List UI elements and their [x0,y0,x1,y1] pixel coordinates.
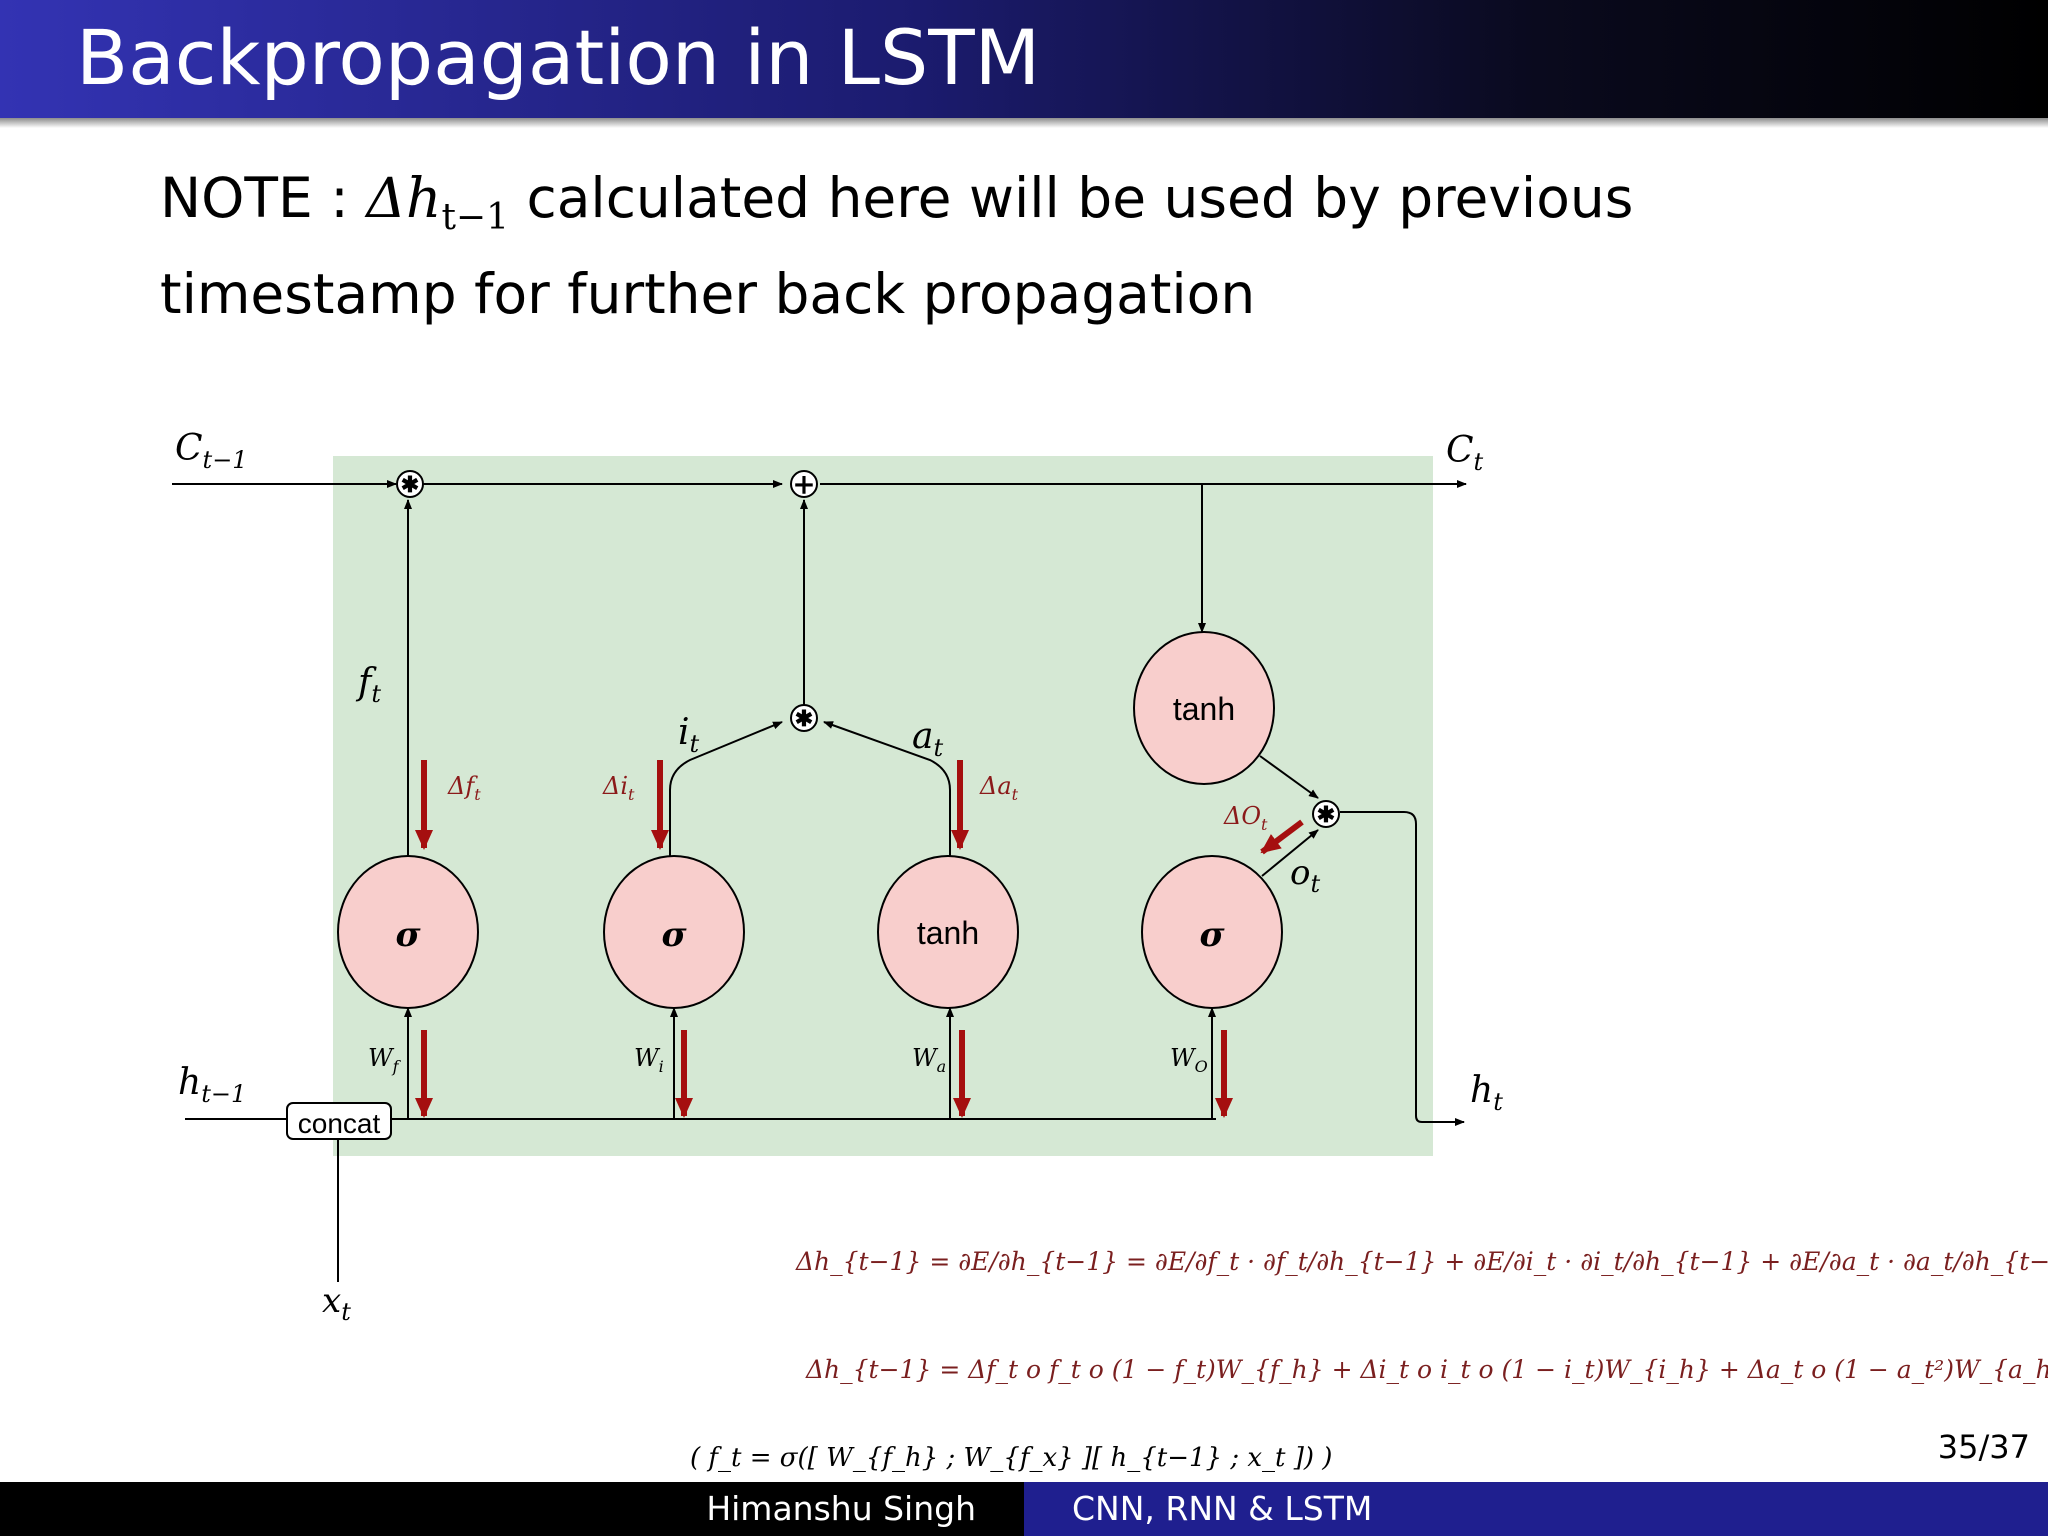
note-prefix: NOTE : [160,166,349,230]
output-delta-label: ΔOt [1223,802,1268,834]
slide-title: Backpropagation in LSTM [76,13,1041,102]
forget-multiply-node [396,470,424,498]
hidden-output-line [1340,811,1465,1126]
output-cell-label: Ct [1446,430,1484,476]
cell-tanh-symbol: tanh [1173,691,1235,727]
candidate-symbol: tanh [917,915,979,951]
input-multiply-symbol: ✱ [795,706,813,732]
candidate-circle [877,855,1019,1009]
input-gate-circle [603,855,745,1009]
output-weight-label: WO [1170,1044,1208,1076]
equation-2: Δh_{t−1} = Δf_t o f_t o (1 − f_t)W_{f_h}… [805,1355,2048,1384]
equation-3: ( f_t = σ([ W_{f_h} ; W_{f_x} ][ h_{t−1}… [690,1443,1332,1473]
cell-add-symbol: + [792,468,815,501]
input-gate-symbol: σ [661,915,687,955]
note-delta-sub: t−1 [441,197,509,238]
input-gate-output-line [669,721,783,856]
note-rest: calculated here will be used by previous… [160,166,1634,326]
output-multiply-node [1312,800,1340,828]
page-number: 35/37 [1937,1428,2030,1466]
cell-background [333,456,1433,1156]
input-hidden-label: ht−1 [178,1062,246,1108]
input-cell-label: Ct−1 [175,428,248,474]
output-delta-arrow [1260,819,1304,855]
input-delta-label: Δit [602,772,635,804]
candidate-delta-label: Δat [979,772,1019,804]
concat-box [286,1102,392,1140]
cell-add-node [790,470,818,498]
candidate-output-line [823,721,951,856]
candidate-weight-label: Wa [912,1044,946,1076]
title-bar [0,0,2048,118]
title-bar-shadow [0,118,2048,128]
forget-gate-symbol: σ [395,915,421,955]
input-weight-label: Wi [634,1044,664,1076]
footer-course: CNN, RNN & LSTM [1024,1482,2048,1536]
equation-1: Δh_{t−1} = ∂E/∂h_{t−1} = ∂E/∂f_t · ∂f_t/… [795,1247,2048,1276]
input-gate-label: it [678,712,700,758]
forget-multiply-symbol: ✱ [401,472,419,498]
note-delta-symbol: Δht−1 [366,166,509,238]
forget-delta-label: Δft [447,772,481,804]
output-gate-symbol: σ [1199,915,1225,955]
output-gate-circle [1141,855,1283,1009]
footer-author: Himanshu Singh [0,1482,1024,1536]
note-delta-h: Δh [366,166,442,230]
output-gate-to-mult [1261,829,1319,877]
candidate-label: at [912,716,943,762]
tanh-to-output-mult [1259,755,1319,799]
forget-weight-label: Wf [368,1044,402,1076]
note-text: NOTE : Δht−1 calculated here will be use… [160,160,1920,332]
forget-gate-circle [337,855,479,1009]
concat-label: concat [298,1108,381,1139]
output-hidden-label: ht [1470,1070,1503,1116]
cell-tanh-circle [1133,631,1275,785]
output-gate-label: ot [1290,853,1320,898]
input-x-label: xt [322,1281,351,1326]
output-multiply-symbol: ✱ [1317,802,1335,828]
